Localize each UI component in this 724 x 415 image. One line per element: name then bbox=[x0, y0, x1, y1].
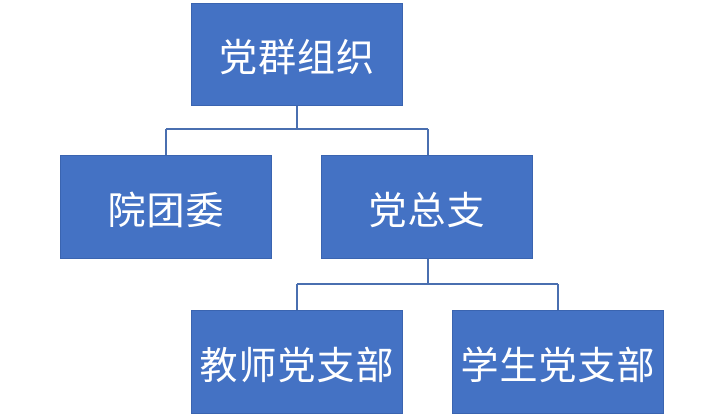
node-teacher-party-branch: 教师党支部 bbox=[191, 310, 403, 414]
node-label: 院团委 bbox=[107, 188, 225, 233]
node-party-general-branch: 党总支 bbox=[321, 155, 533, 259]
node-label: 教师党支部 bbox=[199, 343, 395, 388]
node-student-party-branch: 学生党支部 bbox=[452, 310, 664, 414]
node-label: 党总支 bbox=[368, 188, 486, 233]
node-label: 学生党支部 bbox=[460, 343, 656, 388]
node-youth-league: 院团委 bbox=[60, 155, 272, 259]
node-label: 党群组织 bbox=[218, 36, 375, 80]
node-party-mass-org: 党群组织 bbox=[191, 3, 403, 106]
